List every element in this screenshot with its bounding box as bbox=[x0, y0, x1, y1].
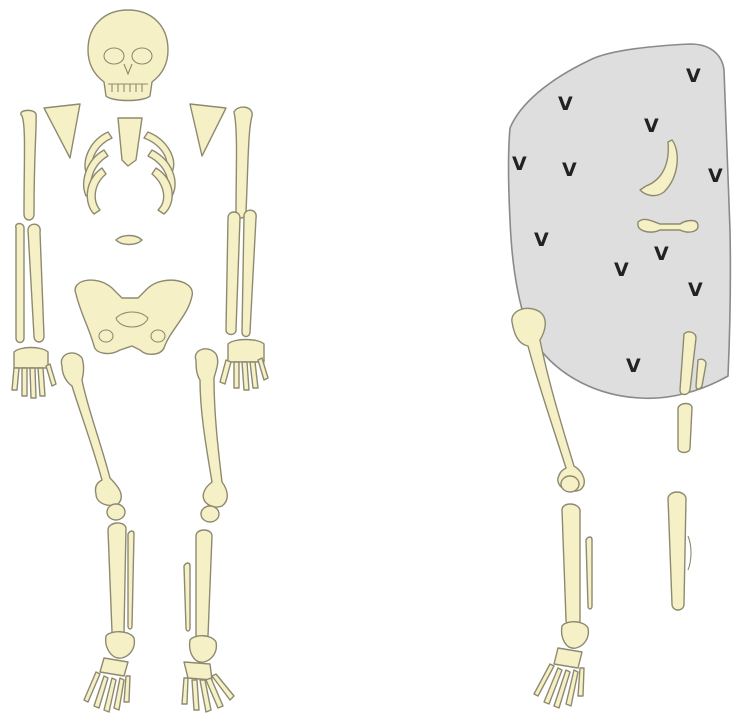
v-mark: V bbox=[686, 65, 701, 87]
v-mark: V bbox=[558, 93, 573, 115]
v-mark: V bbox=[614, 259, 629, 281]
scapula-left bbox=[44, 104, 80, 158]
partial-skeleton: V V V V V V V V V V V bbox=[509, 44, 731, 708]
bone-fragment bbox=[678, 404, 692, 453]
ulna-right bbox=[242, 210, 256, 336]
femur-left bbox=[61, 353, 121, 506]
tibia-fragment bbox=[668, 492, 686, 610]
v-mark: V bbox=[654, 243, 669, 265]
full-skeleton bbox=[12, 10, 268, 712]
radius-right bbox=[226, 212, 240, 335]
pelvis bbox=[75, 280, 192, 354]
vertebra bbox=[116, 236, 142, 245]
ribs-right bbox=[144, 132, 175, 214]
v-mark: V bbox=[708, 165, 723, 187]
foot-left bbox=[84, 632, 134, 712]
tibia-right bbox=[196, 530, 212, 642]
fibula-left bbox=[128, 531, 134, 629]
patella-visible bbox=[561, 476, 579, 492]
v-mark: V bbox=[534, 229, 549, 251]
fibula-right bbox=[184, 563, 190, 631]
stone-slab bbox=[509, 44, 731, 398]
foot-right bbox=[182, 636, 234, 712]
humerus-right bbox=[234, 107, 252, 218]
sternum bbox=[118, 118, 142, 166]
ribs-left bbox=[84, 132, 112, 214]
v-mark: V bbox=[644, 115, 659, 137]
foot-visible bbox=[534, 622, 588, 708]
patella-left bbox=[107, 504, 125, 520]
ulna-left bbox=[28, 224, 44, 342]
tibia-left bbox=[108, 523, 126, 638]
hand-right bbox=[220, 340, 268, 391]
humerus-left bbox=[21, 110, 36, 220]
scapula-right bbox=[190, 104, 226, 156]
hand-left bbox=[12, 348, 56, 399]
v-mark: V bbox=[688, 279, 703, 301]
skull bbox=[88, 10, 168, 101]
v-mark: V bbox=[626, 355, 641, 377]
tibia-visible bbox=[562, 504, 580, 626]
fibula-visible bbox=[586, 537, 592, 609]
v-mark: V bbox=[512, 153, 527, 175]
radius-left bbox=[16, 224, 24, 343]
fibula-fragment bbox=[688, 536, 691, 570]
v-mark: V bbox=[562, 159, 577, 181]
patella-right bbox=[201, 506, 219, 522]
